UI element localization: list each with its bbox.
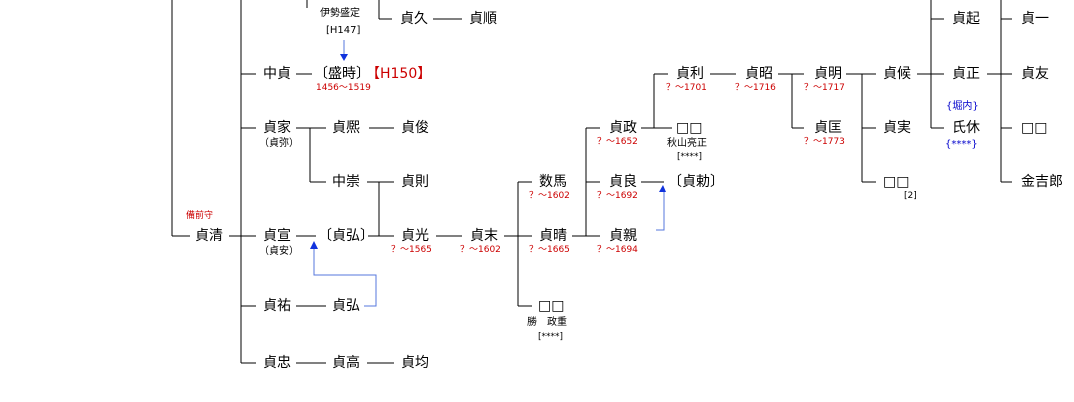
person-kinkichiro: 金吉郎 xyxy=(1021,174,1063,190)
person-ujiyasu: 氏休 xyxy=(952,120,980,136)
person-sadasue: 貞末 xyxy=(470,228,498,244)
person-sadatoshi-c: 貞利 xyxy=(676,66,704,82)
person-masashige: 勝 政重 xyxy=(527,317,567,328)
person-sadachika: 貞親 xyxy=(609,228,637,244)
person-ise-moritada: 伊勢盛定 xyxy=(320,8,360,19)
dates-label: ？～1665 xyxy=(529,245,570,255)
person-sadahitoshi: 貞均 xyxy=(401,355,429,371)
dates-label: ？～1773 xyxy=(804,137,845,147)
person-sadaaki-b: 貞明 xyxy=(814,66,842,82)
title-label: 備前守 xyxy=(186,211,214,221)
person-sadataka: 貞高 xyxy=(332,355,360,371)
person-sadaharu: 貞晴 xyxy=(539,228,567,244)
person-sadatoki: 貞候 xyxy=(883,66,911,82)
person-unknown: □□ xyxy=(883,174,910,190)
person-sadahiro-d: 貞弘 xyxy=(332,298,360,314)
person-sadatada: 貞匡 xyxy=(814,120,842,136)
ref-label: [****] xyxy=(677,152,703,162)
person-sadatoshi-b: 〔貞勅〕 xyxy=(668,174,724,190)
person-sadahiro-b: 〔貞弘〕 xyxy=(318,228,374,244)
person-unknown: □□ xyxy=(1021,120,1048,136)
alias-label: （貞弥） xyxy=(259,138,299,149)
person-unknown: □□ xyxy=(538,298,565,314)
person-sadaichi: 貞一 xyxy=(1021,11,1049,27)
dates-label: ？～1701 xyxy=(666,83,707,93)
person-moritoki: 〔盛時〕 xyxy=(314,66,370,82)
person-sadaie: 貞家 xyxy=(263,120,291,136)
person-sadamasa-b: 貞正 xyxy=(952,66,980,82)
adoption-arrow xyxy=(313,249,377,307)
ref-label: [2] xyxy=(904,191,917,201)
person-sadahiro-c: 貞祐 xyxy=(263,298,291,314)
ref-label-red: 【H150】 xyxy=(366,66,432,82)
person-unknown: □□ xyxy=(676,120,703,136)
person-kazuma: 数馬 xyxy=(539,174,567,190)
person-sadanobu: 貞宣 xyxy=(263,228,291,244)
dates-label: ？～1602 xyxy=(460,245,501,255)
dates-label: ？～1652 xyxy=(597,137,638,147)
person-sadazane: 貞実 xyxy=(883,120,911,136)
person-nakamune: 中崇 xyxy=(332,174,360,190)
dates-label: ？～1694 xyxy=(597,245,638,255)
dates-label: ？～1602 xyxy=(529,191,570,201)
person-sadayoshi: 貞良 xyxy=(609,174,637,190)
person-sadatada-b: 貞忠 xyxy=(263,355,291,371)
dates-label: 1456～1519 xyxy=(316,83,371,93)
family-label: {堀内} xyxy=(946,101,979,112)
arrow-head xyxy=(310,241,318,249)
ref-label: [H147] xyxy=(326,25,361,36)
person-sadahisa: 貞久 xyxy=(400,11,428,27)
alias-label: （貞安） xyxy=(259,246,299,257)
person-nakasada: 中貞 xyxy=(263,66,291,82)
person-sadakiyo: 貞清 xyxy=(195,228,223,244)
person-sadanori: 貞則 xyxy=(401,174,429,190)
ref-label: [****] xyxy=(538,332,564,342)
person-sadatoshi: 貞俊 xyxy=(401,120,429,136)
person-sadayori: 貞順 xyxy=(469,11,497,27)
person-sadatomo: 貞友 xyxy=(1021,66,1049,82)
dates-label: ？～1716 xyxy=(735,83,776,93)
arrow-head xyxy=(659,185,666,192)
dates-label: ？～1692 xyxy=(597,191,638,201)
arrow-head xyxy=(340,54,348,61)
person-sadaoki: 貞起 xyxy=(952,11,980,27)
person-sadahiro: 貞熈 xyxy=(332,120,360,136)
person-sadaaki: 貞昭 xyxy=(745,66,773,82)
dates-label: ？～1717 xyxy=(804,83,845,93)
dates-label: ？～1565 xyxy=(391,245,432,255)
person-sadamitsu: 貞光 xyxy=(401,228,429,244)
ref-label: {****} xyxy=(945,139,978,150)
adoption-arrow xyxy=(656,190,665,231)
person-sadamasa: 貞政 xyxy=(609,120,637,136)
person-akiyama: 秋山亮正 xyxy=(667,138,707,149)
